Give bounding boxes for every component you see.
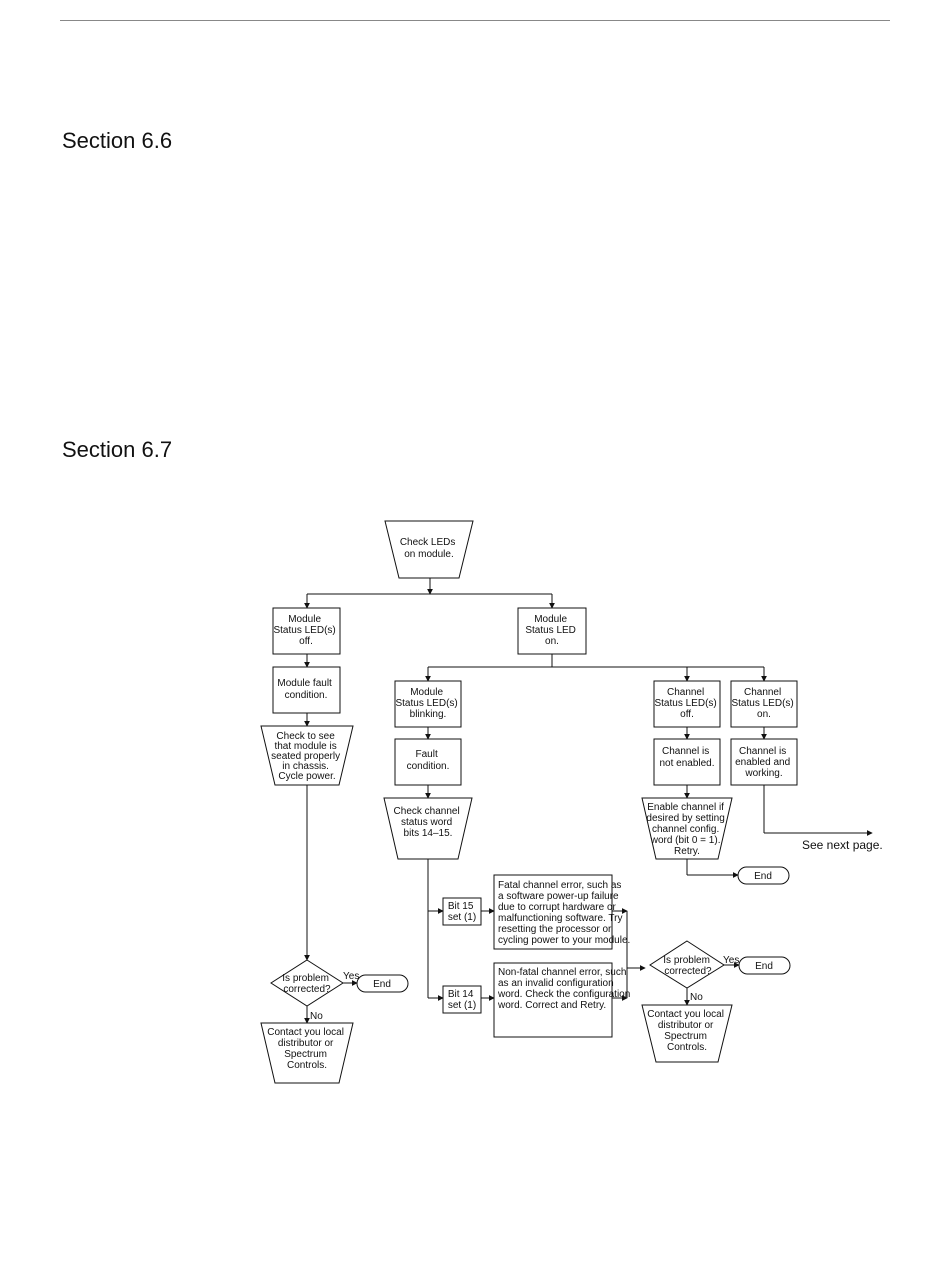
svg-text:Bit 14 set (1): Bit 14 set (1) — [448, 989, 476, 1011]
problem-corrected-decision-left: Is problem corrected? — [270, 959, 344, 1007]
section-heading-6-7: Section 6.7 — [62, 437, 173, 462]
enable-channel-step: Enable channel if desired by setting cha… — [641, 797, 733, 860]
svg-text:Is problem corrected?: Is problem corrected? — [663, 955, 712, 977]
svg-text:Bit 15 set (1): Bit 15 set (1) — [448, 901, 476, 923]
end-terminal-channel: End — [737, 866, 790, 885]
yes-label-left: Yes — [343, 971, 359, 982]
svg-text:Channel is enabled and: Channel is enabled and working. — [735, 746, 793, 779]
svg-text:Non-fatal channel error, such: Non-fatal channel error, such as an inva… — [497, 967, 633, 1011]
fault-condition-box: Fault condition. — [394, 738, 462, 786]
no-label-right: No — [690, 992, 703, 1003]
channel-status-on-box: Channel Status LED(s) on. — [730, 680, 798, 728]
svg-text:Fault condition.: Fault condition. — [407, 749, 450, 772]
svg-text:Is problem corrected?: Is problem corrected? — [282, 973, 331, 995]
problem-corrected-decision-right: Is problem corrected? — [649, 940, 725, 989]
contact-step-right: Contact you local distributor or Spectru… — [641, 1004, 733, 1063]
svg-text:Contact you local distri: Contact you local distributor or Spectru… — [647, 1009, 727, 1053]
end-terminal-left: End — [356, 974, 409, 993]
nonfatal-error-box: Non-fatal channel error, such as an inva… — [493, 962, 633, 1038]
check-leds-text: Check LEDs on module. — [400, 537, 458, 560]
svg-text:Module Status LED: Module Status LED on. — [525, 614, 578, 647]
check-seated-step: Check to see that module is seated prope… — [260, 725, 354, 786]
svg-text:Channel Status LED(s): Channel Status LED(s) off. — [654, 687, 719, 720]
svg-text:Contact you local distri: Contact you local distributor or Spectru… — [267, 1027, 347, 1071]
svg-text:Channel is not enabled.: Channel is not enabled. — [659, 746, 714, 769]
bit14-box: Bit 14 set (1) — [442, 985, 482, 1014]
header-rule — [60, 20, 890, 21]
svg-text:End: End — [373, 979, 391, 990]
svg-text:Check to see that module: Check to see that module is seated prope… — [271, 731, 343, 782]
bit15-box: Bit 15 set (1) — [442, 897, 482, 926]
svg-text:Fatal channel error, such as: Fatal channel error, such as a software … — [498, 880, 630, 946]
module-fault-box: Module fault condition. — [272, 666, 341, 714]
svg-text:Check channel status wor: Check channel status word bits 14–15. — [394, 806, 463, 839]
svg-text:Module fault condition.: Module fault condition. — [277, 678, 334, 701]
contact-step-left: Contact you local distributor or Spectru… — [260, 1022, 354, 1084]
module-blinking-box: Module Status LED(s) blinking. — [394, 680, 462, 728]
channel-enabled-box: Channel is enabled and working. — [730, 738, 798, 786]
module-status-off-box: Module Status LED(s) off. — [272, 607, 341, 655]
check-channel-word-step: Check channel status word bits 14–15. — [383, 797, 473, 860]
channel-not-enabled-box: Channel is not enabled. — [653, 738, 721, 786]
connector-lines — [304, 578, 873, 1024]
yes-label-right: Yes — [723, 955, 739, 966]
svg-text:Channel Status LED(s): Channel Status LED(s) on. — [731, 687, 796, 720]
svg-text:End: End — [754, 871, 772, 882]
svg-text:Module Status LED(s): Module Status LED(s) off. — [273, 614, 338, 647]
check-leds-step: Check LEDs on module. — [384, 520, 474, 579]
fatal-error-box: Fatal channel error, such as a software … — [493, 874, 630, 950]
channel-status-off-box: Channel Status LED(s) off. — [653, 680, 721, 728]
section-heading-6-6: Section 6.6 — [62, 128, 173, 153]
module-status-on-box: Module Status LED on. — [517, 607, 587, 655]
svg-text:Enable channel if desire: Enable channel if desired by setting cha… — [646, 802, 727, 857]
svg-text:End: End — [755, 961, 773, 972]
svg-text:Module Status LED(s): Module Status LED(s) blinking. — [395, 687, 460, 720]
no-label-left: No — [310, 1011, 323, 1022]
see-next-page-label: See next page. — [802, 838, 883, 852]
end-terminal-right: End — [738, 956, 791, 975]
